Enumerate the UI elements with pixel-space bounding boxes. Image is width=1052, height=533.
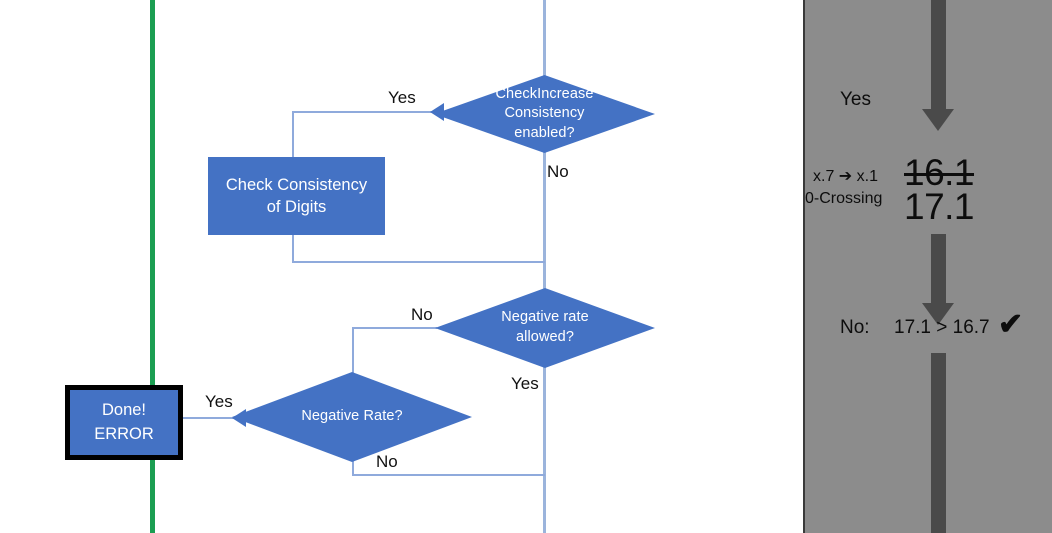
edge-label-yes-negative-rate-allowed: Yes — [511, 374, 539, 393]
panel-arrow-top-shaft — [931, 0, 946, 111]
process-check-consistency-line2: of Digits — [266, 198, 327, 216]
panel-arrow-middle-shaft — [931, 234, 946, 307]
terminal-done-error[interactable]: Done! ERROR — [65, 385, 183, 460]
panel-value-result: 17.1 — [904, 186, 975, 227]
panel-comparison-prefix: No: — [840, 317, 870, 338]
panel-yes-label: Yes — [840, 89, 871, 110]
edge-label-yes-check-increase: Yes — [388, 88, 416, 107]
connector-no-allowed-vertical — [352, 327, 354, 374]
edge-label-no-negative-rate: No — [376, 452, 398, 471]
edge-label-yes-done-error: Yes — [205, 392, 233, 411]
connector-yes-return-horizontal — [292, 261, 545, 263]
panel-check-icon: ✔ — [998, 308, 1024, 341]
decision-check-increase-consistency[interactable]: CheckIncrease Consistency enabled? — [434, 75, 655, 153]
process-check-consistency-line1: Check Consistency — [225, 175, 368, 194]
edge-label-no-check-increase: No — [547, 162, 569, 181]
panel-rounding-note-line1: x.7 ➔ x.1 — [813, 168, 878, 185]
main-flow-line-lower — [543, 366, 546, 533]
connector-yes-top-horizontal — [292, 111, 442, 113]
panel-arrow-top-head — [922, 109, 954, 131]
panel-rounding-note-line2: 0-Crossing — [805, 190, 883, 207]
process-check-consistency-label: Check Consistency of Digits — [226, 174, 367, 219]
connector-negrate-no-horizontal — [352, 474, 545, 476]
panel-arrow-bottom-shaft — [931, 353, 946, 533]
connector-negrate-no-vertical — [352, 455, 354, 476]
decision-negative-rate[interactable]: Negative Rate? — [232, 372, 472, 462]
terminal-done-error-line1: Done! — [101, 400, 147, 419]
panel-value-struck: 16.1 — [904, 152, 975, 193]
green-divider-line — [150, 0, 155, 533]
arrowhead-into-check-increase — [430, 103, 444, 121]
annotation-panel: Yes x.7 ➔ x.1 0-Crossing 16.1 17.1 No: 1… — [803, 0, 1052, 533]
connector-no-allowed-horizontal — [352, 327, 437, 329]
main-flow-line-top — [543, 0, 546, 100]
panel-comparison-expression: 17.1 > 16.7 — [894, 317, 990, 338]
terminal-done-error-line2: ERROR — [94, 424, 154, 443]
edge-label-no-negative-rate-allowed: No — [411, 305, 433, 324]
decision-negative-rate-allowed[interactable]: Negative rate allowed? — [435, 288, 655, 368]
process-check-consistency-of-digits[interactable]: Check Consistency of Digits — [208, 157, 385, 235]
main-flow-line-mid — [543, 140, 546, 290]
panel-arrow-middle-head — [922, 303, 954, 325]
connector-done-to-negrate — [174, 417, 236, 419]
